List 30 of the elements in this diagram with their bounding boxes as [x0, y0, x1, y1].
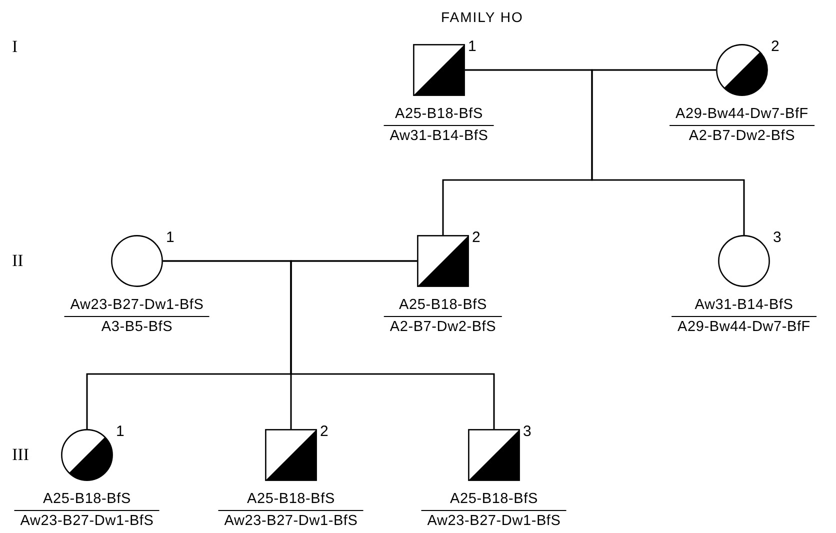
individual-number: 1 — [166, 230, 174, 246]
individual-number: 2 — [320, 424, 328, 440]
generation-numeral: II — [12, 252, 24, 270]
maternal-haplotype: Aw23-B27-Dw1-BfS — [426, 512, 562, 530]
generation-numeral: III — [12, 446, 29, 464]
pedigree-line — [591, 69, 745, 235]
maternal-haplotype: Aw23-B27-Dw1-BfS — [19, 512, 155, 530]
paternal-haplotype: Aw23-B27-Dw1-BfS — [64, 297, 210, 317]
individual-number: 3 — [523, 424, 532, 440]
paternal-haplotype: A25-B18-BfS — [384, 297, 502, 317]
individual-number: 1 — [116, 424, 124, 440]
maternal-haplotype: A29-Bw44-Dw7-BfF — [676, 318, 812, 336]
maternal-haplotype: A3-B5-BfS — [100, 318, 174, 336]
family-title: FAMILY HO — [441, 9, 524, 25]
generation-numeral: I — [12, 38, 18, 56]
paternal-haplotype: A29-Bw44-Dw7-BfF — [670, 106, 814, 126]
paternal-haplotype: A25-B18-BfS — [384, 106, 494, 126]
paternal-haplotype: A25-B18-BfS — [421, 491, 567, 511]
individual-number: 2 — [771, 39, 780, 55]
maternal-haplotype: A2-B7-Dw2-BfS — [688, 127, 796, 145]
pedigree-line — [290, 260, 495, 429]
individual-number: 2 — [472, 230, 480, 246]
individual-number: 3 — [773, 230, 782, 246]
maternal-haplotype: Aw23-B27-Dw1-BfS — [223, 512, 359, 530]
paternal-haplotype: A25-B18-BfS — [14, 491, 160, 511]
individual-number: 1 — [468, 39, 476, 55]
maternal-haplotype: Aw31-B14-BfS — [388, 127, 490, 145]
paternal-haplotype: Aw31-B14-BfS — [672, 297, 816, 317]
paternal-haplotype: A25-B18-BfS — [218, 491, 364, 511]
maternal-haplotype: A2-B7-Dw2-BfS — [388, 318, 498, 336]
